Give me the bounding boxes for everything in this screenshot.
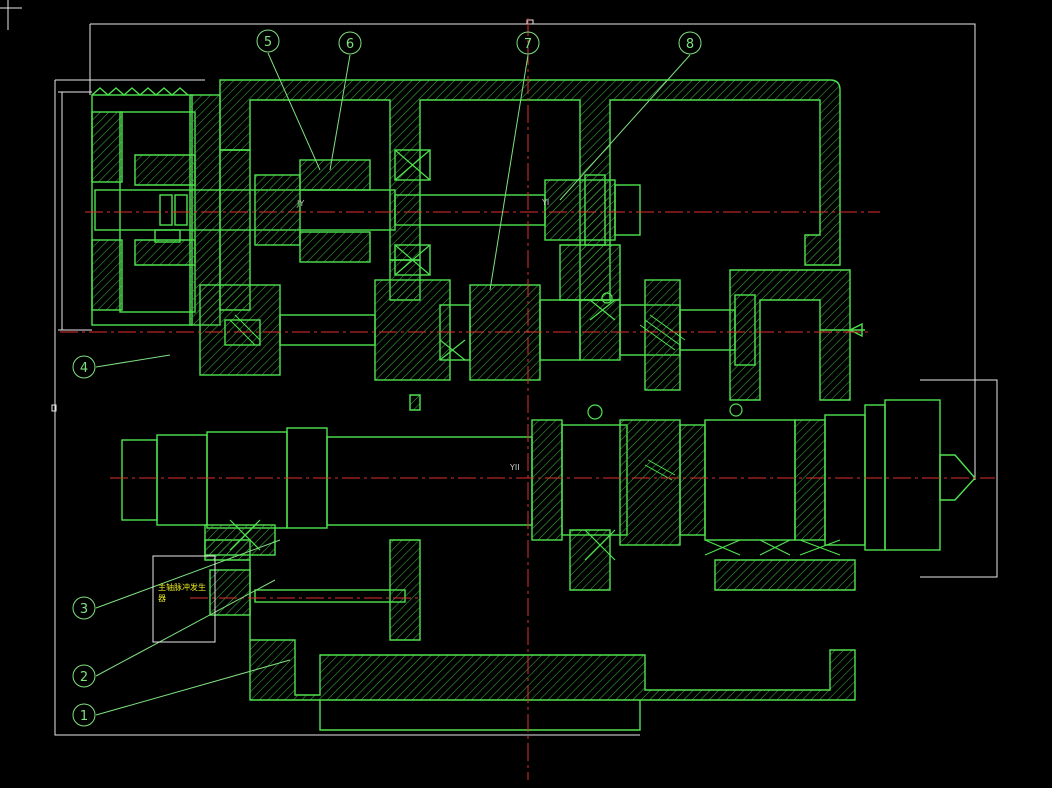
spindle-assembly bbox=[121, 399, 976, 616]
callout-5-label: 5 bbox=[264, 35, 272, 50]
outer-frame bbox=[51, 19, 998, 736]
corner-marker bbox=[0, 0, 22, 30]
callout-1: 1 bbox=[72, 703, 96, 727]
callout-2: 2 bbox=[72, 664, 96, 688]
shaft-label-yii: YII bbox=[509, 463, 520, 472]
callout-6: 6 bbox=[338, 31, 362, 55]
callout-7-label: 7 bbox=[524, 37, 532, 52]
callout-3: 3 bbox=[72, 596, 96, 620]
callout-8-label: 8 bbox=[686, 37, 694, 52]
centerlines bbox=[60, 18, 995, 780]
callout-5: 5 bbox=[256, 29, 280, 53]
callout-8: 8 bbox=[678, 31, 702, 55]
bearings bbox=[229, 149, 841, 561]
shaft-label-yi: YI bbox=[541, 198, 549, 207]
callout-4-label: 4 bbox=[80, 361, 88, 376]
input-shaft-upper bbox=[94, 149, 641, 276]
callout-3-label: 3 bbox=[80, 602, 88, 617]
callout-2-label: 2 bbox=[80, 670, 88, 685]
shaft-label-jy: JY bbox=[296, 199, 304, 208]
leader-lines bbox=[95, 52, 691, 716]
callout-1-label: 1 bbox=[80, 709, 88, 724]
gear-teeth bbox=[229, 314, 686, 481]
callout-balloons: 1 2 3 4 5 6 7 8 bbox=[72, 29, 702, 727]
note-line-1: 主轴脉冲发生 bbox=[158, 582, 206, 592]
pulse-generator-note: 主轴脉冲发生 器 bbox=[152, 555, 216, 643]
callout-7: 7 bbox=[516, 31, 540, 55]
callout-6-label: 6 bbox=[346, 37, 354, 52]
note-line-2: 器 bbox=[158, 594, 166, 603]
callout-4: 4 bbox=[72, 355, 96, 379]
